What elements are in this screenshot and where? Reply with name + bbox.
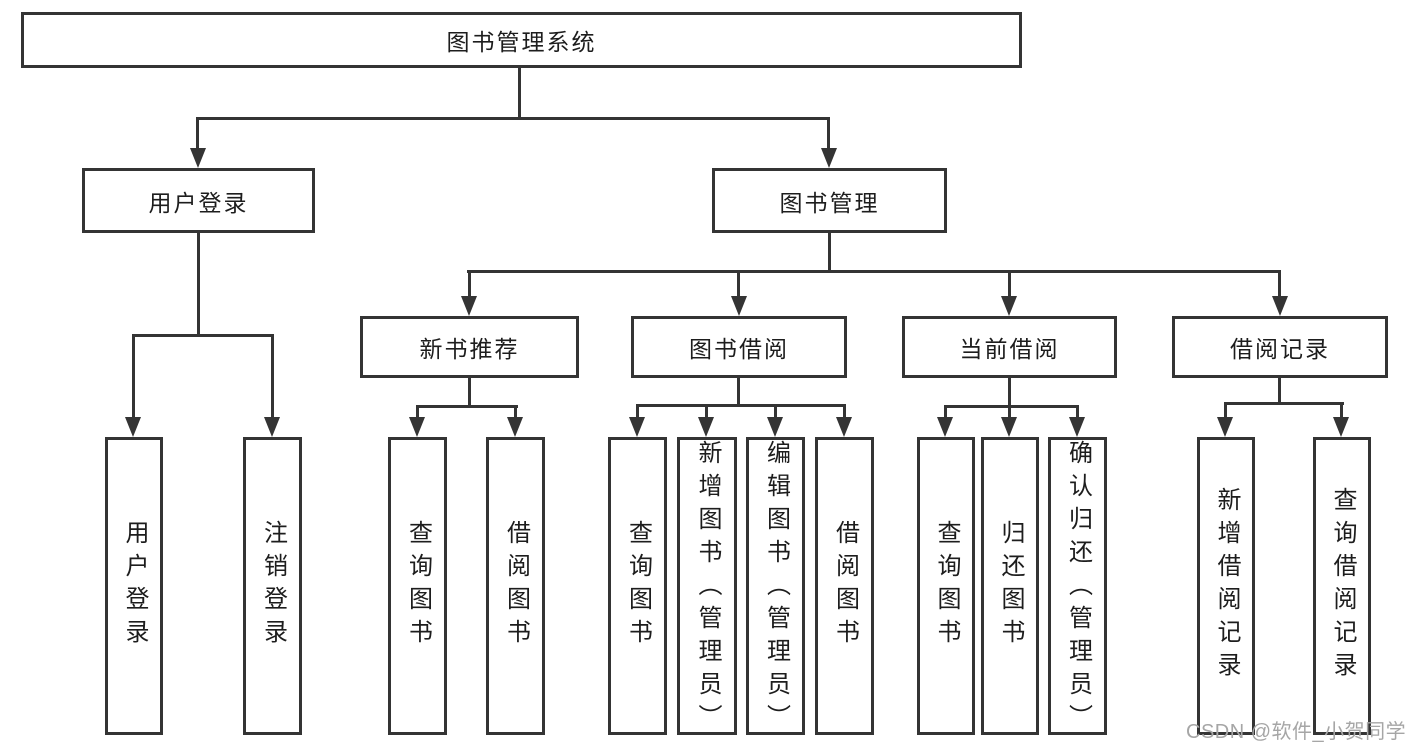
connector-drop-user-login (196, 117, 199, 150)
connector-drop-borrow-query (636, 404, 639, 419)
csdn-watermark: CSDN @软件_小贺同学 (1186, 721, 1405, 743)
leaf-logout: 注销登录 (243, 437, 302, 735)
connector-drop-current-borrow (1008, 270, 1011, 298)
arrowhead-newbook-borrow (507, 417, 523, 437)
connector-drop-borrow-records (1278, 270, 1281, 298)
connector-drop-newbook-query (416, 405, 419, 419)
connector-drop-newbook-borrow (514, 405, 517, 419)
node-current-borrow: 当前借阅 (902, 316, 1117, 378)
node-book-borrow: 图书借阅 (631, 316, 847, 378)
node-new-book-recommend: 新书推荐 (360, 316, 579, 378)
leaf-query-book-current: 查询图书 (917, 437, 975, 735)
arrowhead-records-add (1217, 417, 1233, 437)
connector-drop-records-query (1340, 402, 1343, 419)
leaf-add-borrow-record: 新增借阅记录 (1197, 437, 1255, 735)
arrowhead-current-borrow (1001, 296, 1017, 316)
node-borrow-records: 借阅记录 (1172, 316, 1388, 378)
arrowhead-borrow-add (698, 417, 714, 437)
connector-drop-borrow-edit (774, 404, 777, 419)
connector-drop-borrow-add (705, 404, 708, 419)
connector-user-login-rail (132, 334, 274, 337)
connector-drop-records-add (1224, 402, 1227, 419)
connector-current-borrow-rail (944, 405, 1078, 408)
arrowhead-records-query (1333, 417, 1349, 437)
connector-book-borrow-stem (737, 378, 740, 407)
connector-drop-current-confirm (1076, 405, 1079, 419)
connector-book-borrow-rail (636, 404, 846, 407)
connector-user-login-stem (197, 233, 200, 335)
leaf-borrow-book-borrow: 借阅图书 (815, 437, 874, 735)
leaf-user-login: 用户登录 (105, 437, 163, 735)
arrowhead-new-book-recommend (461, 296, 477, 316)
arrowhead-current-query (937, 417, 953, 437)
leaf-query-borrow-record: 查询借阅记录 (1313, 437, 1371, 735)
connector-drop-current-return (1008, 405, 1011, 419)
arrowhead-borrow-borrow (836, 417, 852, 437)
arrowhead-user-login (190, 148, 206, 168)
node-root-library-system: 图书管理系统 (21, 12, 1022, 68)
arrowhead-borrow-query (629, 417, 645, 437)
connector-book-management-stem (828, 233, 831, 272)
arrowhead-borrow-records (1272, 296, 1288, 316)
leaf-query-book-newrec: 查询图书 (388, 437, 447, 735)
leaf-edit-book-admin: 编辑图书（管理员） (746, 437, 805, 737)
arrowhead-leaf-login (125, 417, 141, 437)
leaf-return-book: 归还图书 (981, 437, 1039, 735)
leaf-query-book-borrow: 查询图书 (608, 437, 667, 735)
connector-drop-current-query (944, 405, 947, 419)
arrowhead-newbook-query (409, 417, 425, 437)
connector-drop-borrow-borrow (843, 404, 846, 419)
connector-drop-leaf-logout (271, 334, 274, 418)
connector-root-stem (518, 68, 521, 118)
connector-borrow-records-rail (1224, 402, 1344, 405)
leaf-confirm-return-admin: 确认归还（管理员） (1048, 437, 1107, 737)
connector-borrow-records-stem (1278, 378, 1281, 405)
connector-new-book-rail (416, 405, 518, 408)
node-user-login: 用户登录 (82, 168, 315, 233)
connector-level2-rail (196, 117, 830, 120)
connector-drop-new-book-recommend (468, 270, 471, 298)
connector-new-book-stem (468, 378, 471, 408)
connector-drop-book-management (827, 117, 830, 150)
arrowhead-borrow-edit (767, 417, 783, 437)
arrowhead-current-return (1001, 417, 1017, 437)
arrowhead-book-management (821, 148, 837, 168)
arrowhead-book-borrow (731, 296, 747, 316)
connector-drop-book-borrow (737, 270, 740, 298)
connector-current-borrow-stem (1008, 378, 1011, 408)
arrowhead-current-confirm (1069, 417, 1085, 437)
connector-level3-rail (467, 270, 1281, 273)
leaf-add-book-admin: 新增图书（管理员） (677, 437, 737, 737)
node-book-management: 图书管理 (712, 168, 947, 233)
leaf-borrow-book-newrec: 借阅图书 (486, 437, 545, 735)
connector-drop-leaf-login (132, 334, 135, 418)
arrowhead-leaf-logout (264, 417, 280, 437)
